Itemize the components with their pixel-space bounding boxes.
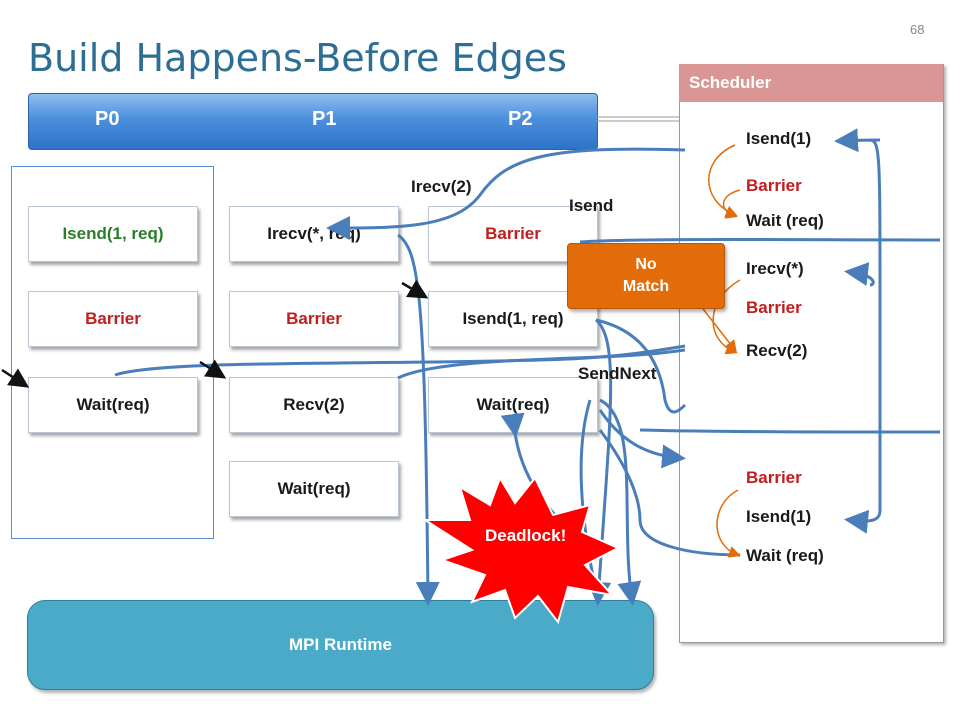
selection-arrow-p2 xyxy=(401,279,429,299)
p1-op-wait: Wait(req) xyxy=(229,461,399,517)
scheduler-item-barrier-3: Barrier xyxy=(746,468,802,487)
process-label-p1: P1 xyxy=(312,108,337,130)
edge-p2-runtime-b xyxy=(579,399,600,601)
edge-irecv-runtime xyxy=(397,233,440,606)
process-label-p0: P0 xyxy=(95,108,120,130)
edge-recv-p1 xyxy=(397,348,686,380)
scheduler-item-wait-1: Wait (req) xyxy=(746,211,824,230)
label-isend: Isend xyxy=(569,196,614,215)
scheduler-item-isend-1: Isend(1) xyxy=(746,129,812,148)
edge-wait-p0 xyxy=(114,344,686,377)
scheduler-item-irecv: Irecv(*) xyxy=(746,259,804,278)
selection-arrow-p1 xyxy=(199,359,227,379)
scheduler-panel xyxy=(679,64,944,643)
edge-sendnext xyxy=(598,409,686,469)
selection-arrow-p0 xyxy=(1,368,30,388)
scheduler-item-wait-2: Wait (req) xyxy=(746,546,824,565)
edge-isend-p2 xyxy=(595,318,687,414)
p0-op-isend: Isend(1, req) xyxy=(28,206,198,262)
edge-wait-sched xyxy=(598,429,741,557)
scheduler-item-barrier-1: Barrier xyxy=(746,176,802,195)
orange-edge-4 xyxy=(716,489,741,558)
p1-op-barrier: Barrier xyxy=(229,291,399,347)
no-match-line2: Match xyxy=(622,278,670,295)
mpi-runtime: MPI Runtime xyxy=(27,600,654,690)
label-sendnext: SendNext xyxy=(578,364,657,383)
p2-op-wait: Wait(req) xyxy=(428,377,598,433)
p0-op-wait: Wait(req) xyxy=(28,377,198,433)
scheduler-item-barrier-2: Barrier xyxy=(746,298,802,317)
deadlock-burst xyxy=(421,475,621,625)
scheduler-item-isend-2: Isend(1) xyxy=(746,507,812,526)
edge-scheduler-line-2 xyxy=(639,428,941,434)
edge-scheduler-line-1 xyxy=(579,238,941,244)
edge-p2-runtime-c xyxy=(599,398,642,606)
deadlock-label: Deadlock! xyxy=(485,526,567,545)
label-irecv2: Irecv(2) xyxy=(411,177,472,196)
happens-before-edges xyxy=(114,128,941,606)
scheduler-item-recv: Recv(2) xyxy=(746,341,808,360)
mpi-runtime-label: MPI Runtime xyxy=(289,635,392,654)
no-match-pointer xyxy=(699,304,737,353)
edge-irecv2 xyxy=(326,147,686,240)
slide-title: Build Happens-Before Edges xyxy=(28,36,567,80)
edge-scheduler-irecv xyxy=(844,262,875,287)
p1-op-irecv: Irecv(*, req) xyxy=(229,206,399,262)
edge-scheduler-isend-head xyxy=(834,128,881,153)
orange-edge-2 xyxy=(722,189,741,219)
selection-arrows xyxy=(1,279,429,388)
orange-edge-1 xyxy=(708,144,738,217)
no-match-callout: No Match xyxy=(567,243,725,309)
process-label-p2: P2 xyxy=(508,108,533,130)
process-header-bar xyxy=(28,93,598,150)
p1-op-recv: Recv(2) xyxy=(229,377,399,433)
page-number: 68 xyxy=(910,22,925,37)
scheduler-orange-edges xyxy=(699,144,741,558)
edge-p2-runtime-a xyxy=(587,318,613,606)
scheduler-title: Scheduler xyxy=(679,64,943,102)
no-match-line1: No xyxy=(635,256,657,273)
p0-op-barrier: Barrier xyxy=(28,291,198,347)
edge-scheduler-isend-loop xyxy=(844,138,882,534)
